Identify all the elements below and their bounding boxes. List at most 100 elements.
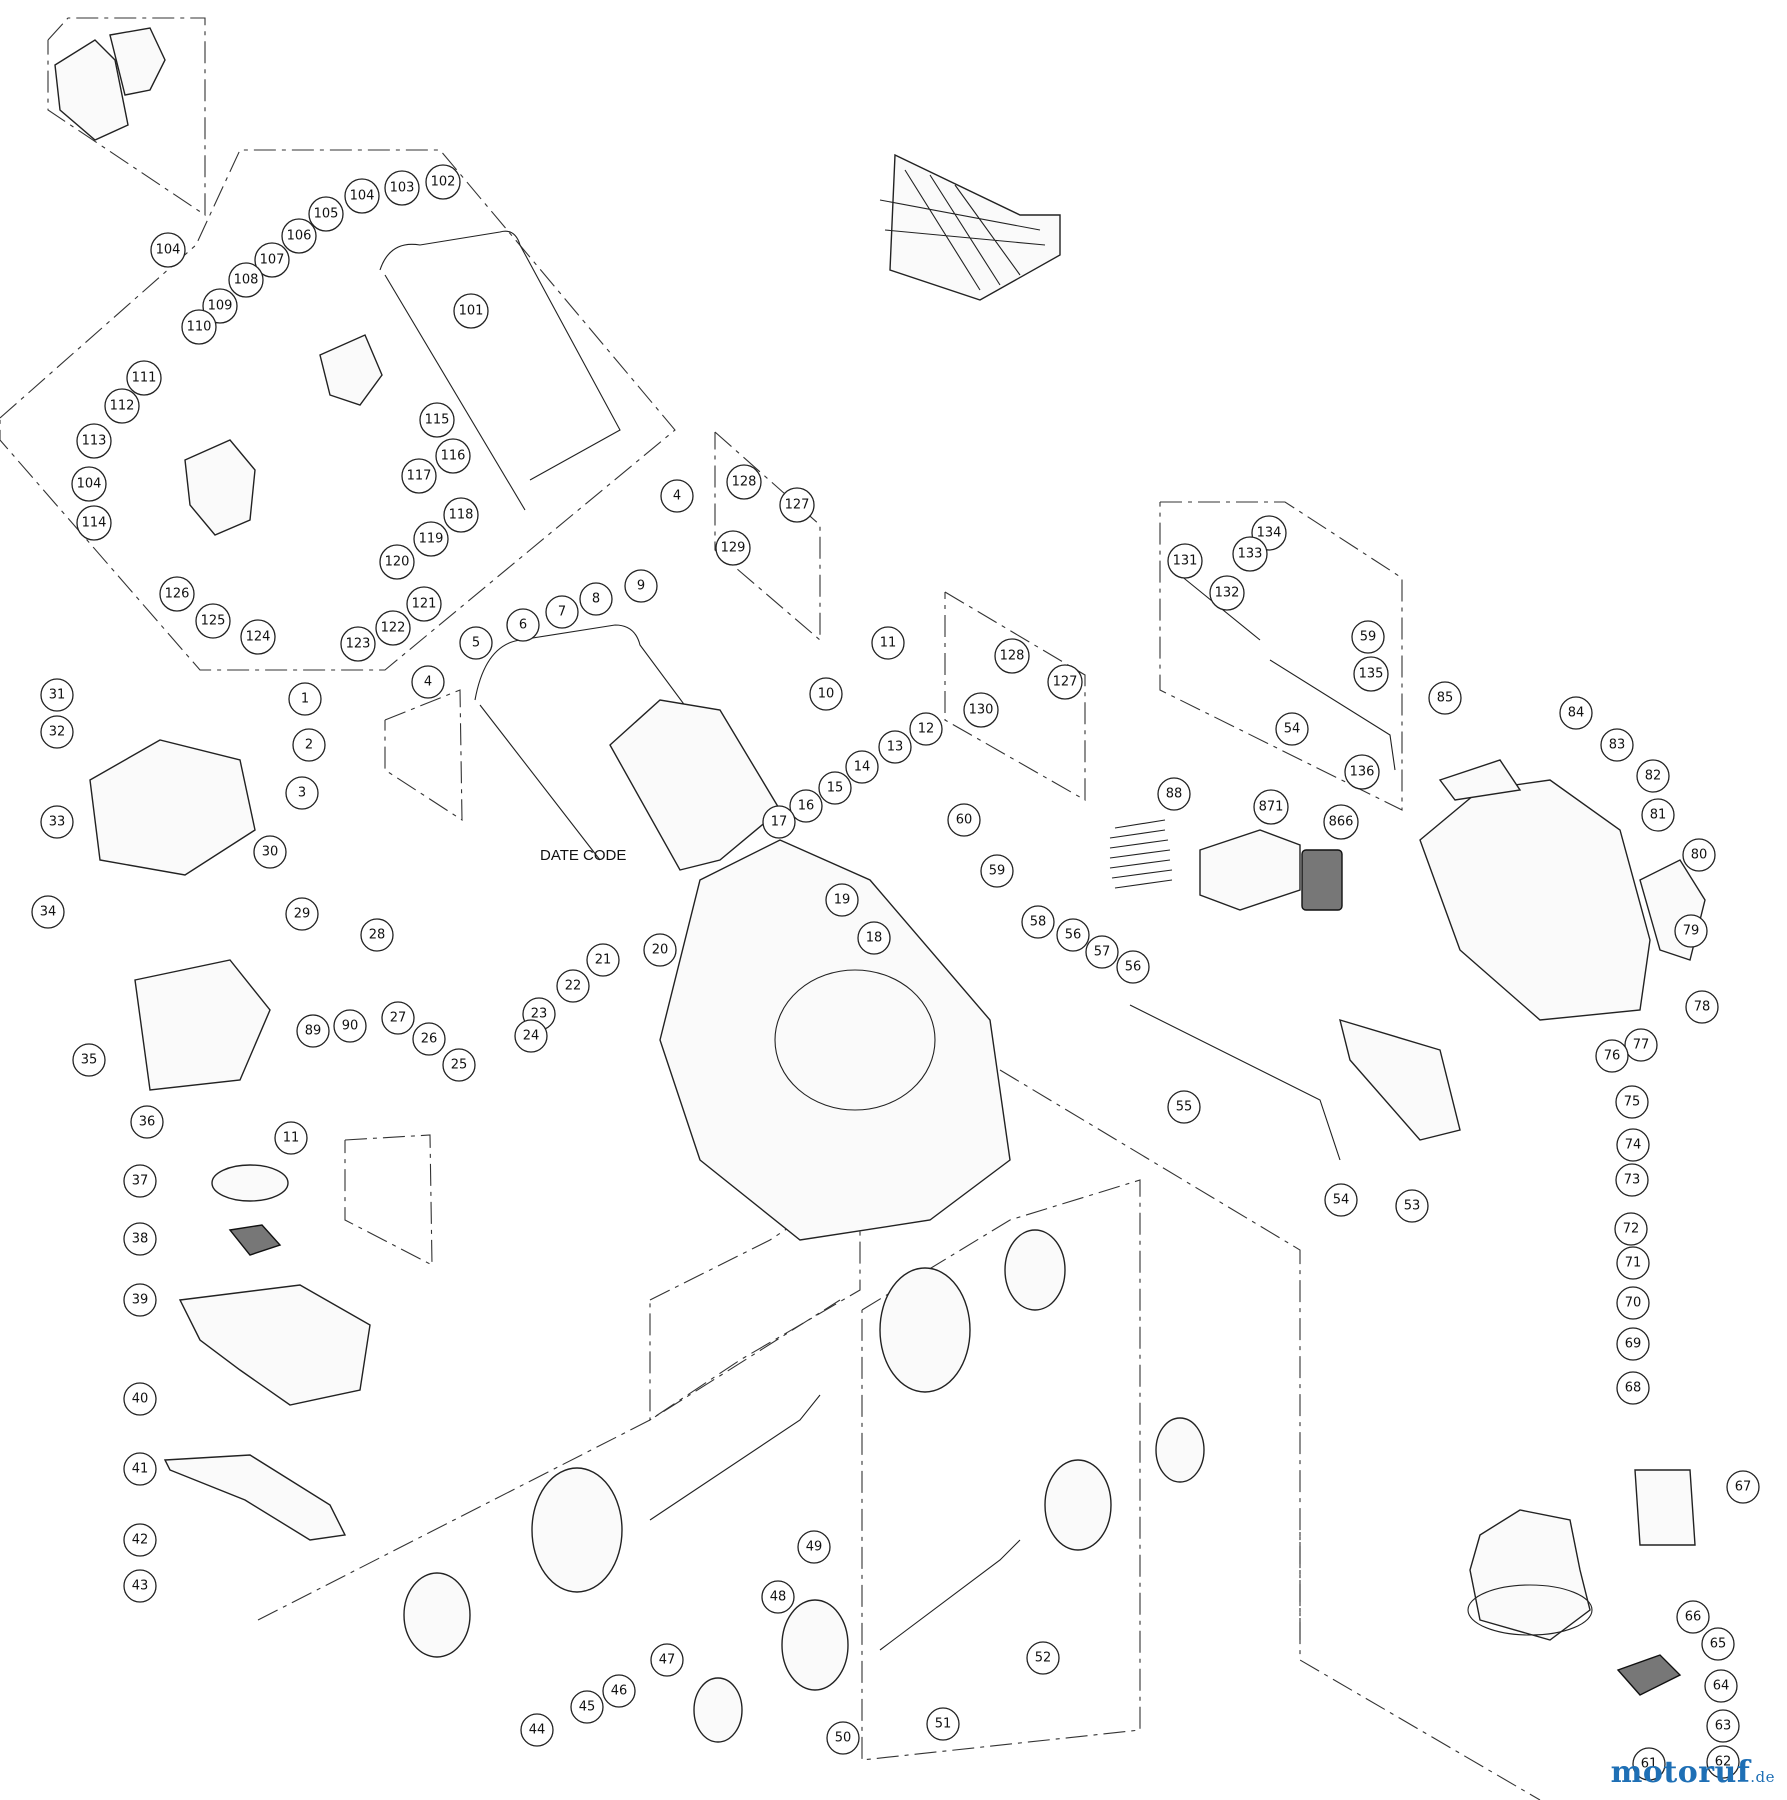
callout-circle [123,1452,157,1486]
callout-number: 13 [887,740,904,755]
part-upper-handle [379,230,621,481]
callout-circle [240,619,276,655]
callout-5: 5 [459,626,493,660]
callout-number: 47 [659,1653,676,1668]
callout-circle [1616,1128,1650,1162]
callout-circle [253,835,287,869]
callout-circle [412,1022,446,1056]
callout-114: 114 [76,505,112,541]
callout-number: 34 [40,905,57,920]
callout-circle [602,1674,636,1708]
callout-number: 84 [1568,706,1585,721]
callout-number: 44 [529,1723,546,1738]
frame-rear-axle [649,1178,861,1422]
callout-78: 78 [1685,990,1719,1024]
callout-21: 21 [586,943,620,977]
callout-circle [130,1105,164,1139]
callout-number: 82 [1645,769,1662,784]
callout-circle [285,897,319,931]
callout-circle [76,423,112,459]
callout-circle [994,638,1030,674]
callout-29: 29 [285,897,319,931]
callout-8: 8 [579,582,613,616]
callout-46: 46 [602,1674,636,1708]
callout-circle [442,1048,476,1082]
callout-number: 12 [918,722,935,737]
callout-70: 70 [1616,1286,1650,1320]
callout-number: 14 [854,760,871,775]
callout-number: 42 [132,1533,149,1548]
callout-circle [381,1001,415,1035]
callout-55: 55 [1167,1090,1201,1124]
callout-circle [1167,543,1203,579]
callout-52: 52 [1026,1641,1060,1675]
callout-circle [228,262,264,298]
callout-84: 84 [1559,696,1593,730]
callout-circle [104,388,140,424]
callout-circle [254,242,290,278]
callout-28: 28 [360,918,394,952]
callout-number: 71 [1625,1256,1642,1271]
callout-number: 89 [305,1024,322,1039]
callout-number: 134 [1257,526,1282,541]
callout-40: 40 [123,1382,157,1416]
callout-number: 50 [835,1731,852,1746]
callout-88: 88 [1157,777,1191,811]
callout-circle [1685,990,1719,1024]
callout-number: 68 [1625,1381,1642,1396]
callout-51: 51 [926,1707,960,1741]
part-rear-wheel-right [879,1267,971,1393]
callout-circle [726,464,762,500]
callout-number: 24 [523,1029,540,1044]
callout-number: 23 [531,1007,548,1022]
callout-4: 4 [411,665,445,699]
callout-113: 113 [76,423,112,459]
callout-circle [1615,1163,1649,1197]
callout-106: 106 [281,218,317,254]
callout-59: 59 [980,854,1014,888]
part-height-adjuster-bar [1129,1004,1341,1161]
callout-circle [375,610,411,646]
callout-44: 44 [520,1713,554,1747]
part-motor-controller [1634,1469,1696,1546]
callout-79: 79 [1674,914,1708,948]
callout-number: 25 [451,1058,468,1073]
callout-number: 88 [1166,787,1183,802]
callout-number: 18 [866,931,883,946]
callout-number: 113 [82,434,107,449]
callout-58: 58 [1021,905,1055,939]
callout-41: 41 [123,1452,157,1486]
callout-circle [818,771,852,805]
callout-circle [1674,914,1708,948]
callout-number: 39 [132,1293,149,1308]
callout-circle [459,626,493,660]
callout-number: 26 [421,1032,438,1047]
callout-circle [1275,712,1309,746]
frame-left-adjuster-top [384,689,463,822]
callout-118: 118 [443,497,479,533]
part-rear-flap [134,959,271,1091]
callout-132: 132 [1209,575,1245,611]
callout-number: 70 [1625,1296,1642,1311]
part-cable-tray [89,739,256,876]
callout-number: 28 [369,928,386,943]
part-front-hubcap-left [693,1677,743,1743]
part-front-axle [879,1539,1021,1651]
callout-115: 115 [419,402,455,438]
part-battery [1301,849,1343,911]
callout-60: 60 [947,803,981,837]
callout-circle [40,678,74,712]
callout-number: 74 [1625,1138,1642,1153]
callout-circle [296,1014,330,1048]
callout-circle [1624,1028,1658,1062]
frame-front-axle [861,1179,1141,1761]
callout-circle [789,789,823,823]
callout-7: 7 [545,595,579,629]
callout-number: 5 [472,636,480,651]
callout-number: 130 [969,703,994,718]
part-rear-hubcap-right [1004,1229,1066,1311]
callout-number: 36 [139,1115,156,1130]
callout-circle [650,1643,684,1677]
